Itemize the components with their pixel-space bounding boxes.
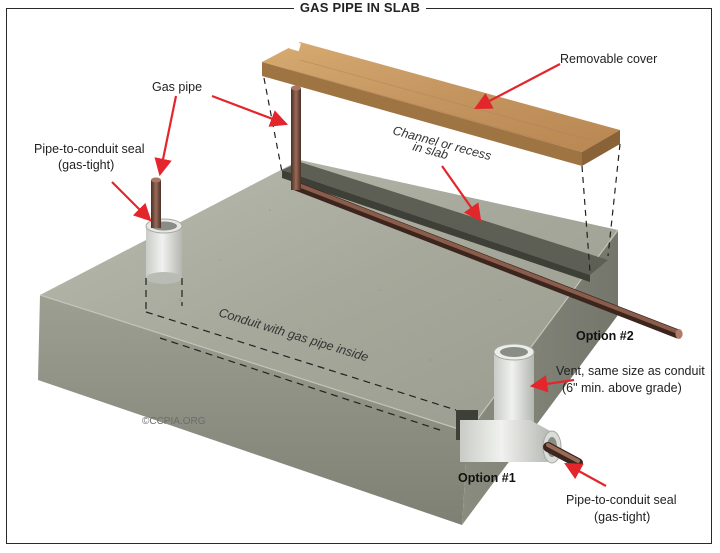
arrow-seal-bottom bbox=[564, 462, 607, 487]
vent-tee-assembly bbox=[456, 343, 583, 468]
cover-notch bbox=[289, 40, 301, 52]
arrow-removable-cover bbox=[474, 63, 561, 110]
label-gas-pipe: Gas pipe bbox=[152, 80, 202, 94]
cover-top bbox=[262, 42, 620, 152]
channel-wall bbox=[282, 170, 590, 282]
slab-front-face bbox=[38, 295, 468, 525]
arrow-gas-pipe-right bbox=[211, 94, 289, 127]
label-seal-left-1: Pipe-to-conduit seal bbox=[34, 142, 144, 156]
arrow-vent bbox=[529, 375, 575, 393]
arrow-seal-left bbox=[111, 181, 152, 222]
left-conduit bbox=[145, 177, 183, 284]
channel-recess bbox=[282, 162, 608, 282]
cover-side bbox=[582, 130, 620, 166]
arrow-gas-pipe-left bbox=[154, 95, 178, 177]
label-removable-cover: Removable cover bbox=[560, 52, 657, 66]
label-seal-bottom-2: (gas-tight) bbox=[594, 510, 650, 524]
buried-conduit-path bbox=[145, 278, 457, 431]
removable-cover bbox=[262, 40, 620, 166]
label-option-2: Option #2 bbox=[576, 329, 634, 343]
vertical-gas-pipe bbox=[291, 85, 301, 190]
cover-front bbox=[262, 62, 582, 166]
label-vent-2: (6" min. above grade) bbox=[562, 381, 682, 395]
label-vent-1: Vent, same size as conduit bbox=[556, 364, 705, 378]
label-option-1: Option #1 bbox=[458, 471, 516, 485]
concrete-texture bbox=[119, 209, 542, 421]
diagram-title: GAS PIPE IN SLAB bbox=[0, 0, 720, 15]
annotation-arrows bbox=[111, 63, 607, 487]
arrow-channel bbox=[441, 165, 482, 222]
gas-pipe-option-2 bbox=[291, 181, 683, 339]
label-seal-bottom-1: Pipe-to-conduit seal bbox=[566, 493, 676, 507]
credit-text: ©CCPIA.ORG bbox=[142, 416, 206, 427]
title-text: GAS PIPE IN SLAB bbox=[293, 0, 427, 15]
channel-floor bbox=[282, 162, 608, 275]
label-seal-left-2: (gas-tight) bbox=[58, 158, 114, 172]
